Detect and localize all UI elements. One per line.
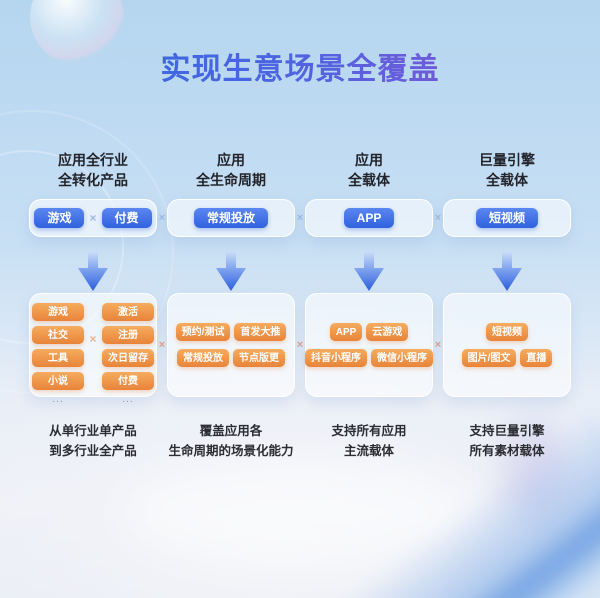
top-box-lifecycle: 常规投放 (167, 199, 295, 237)
caption-engine: 支持巨量引擎 所有素材载体 (469, 424, 545, 458)
ellipsis: ... (52, 394, 64, 405)
tag-pill: 短视频 (475, 208, 538, 228)
ellipsis: ... (122, 394, 134, 405)
caption-carrier: 支持所有应用 主流载体 (331, 424, 407, 458)
tag-pill: 抖音小程序 (305, 349, 367, 367)
top-box-carrier: APP (305, 199, 433, 237)
bottom-boxes-row: 游戏 社交 工具 小说 ... 激活 注册 次日留存 付费 ... × (0, 293, 600, 405)
conversion-tags: 激活 注册 次日留存 付费 ... (102, 303, 154, 405)
multiply-icon: × (296, 211, 304, 224)
down-arrow-icon (167, 251, 295, 293)
tag-pill: 预约/测试 (175, 323, 231, 341)
caption-industry: 从单行业单产品 到多行业全产品 (49, 424, 137, 458)
bottom-box-industry: 游戏 社交 工具 小说 ... 激活 注册 次日留存 付费 ... × (29, 293, 157, 405)
tag-pill: 常规投放 (177, 349, 229, 367)
tag-pill: 工具 (32, 349, 84, 367)
industry-tags: 游戏 社交 工具 小说 ... (32, 303, 84, 405)
tag-pill: 图片/图文 (461, 349, 517, 367)
tag-pill: 付费 (102, 372, 154, 390)
multiply-icon: × (296, 338, 304, 351)
tag-pill: 节点版更 (233, 349, 285, 367)
column-header-lifecycle: 应用 全生命周期 (196, 152, 266, 188)
tag-pill: 短视频 (486, 323, 528, 341)
tag-pill: APP (343, 208, 395, 228)
down-arrow-icon (443, 251, 571, 293)
multiply-icon: × (158, 338, 166, 351)
top-box-industry: 游戏 × 付费 (29, 199, 157, 237)
column-header-industry: 应用全行业 全转化产品 (58, 152, 128, 188)
tag-pill: 直播 (520, 349, 553, 367)
tag-pill: APP (329, 323, 363, 341)
tag-pill: 游戏 (32, 303, 84, 321)
multiply-icon: × (158, 211, 166, 224)
arrows-row (0, 251, 600, 293)
tag-pill: 常规投放 (193, 208, 268, 228)
multiply-icon: × (89, 211, 97, 225)
tag-pill: 注册 (102, 326, 154, 344)
bottom-box-carrier: APP 云游戏 抖音小程序 微信小程序 (305, 293, 433, 397)
multiply-icon: × (89, 331, 97, 346)
bottom-box-engine: 短视频 图片/图文 直播 (443, 293, 571, 397)
column-header-carrier: 应用 全载体 (348, 152, 390, 188)
down-arrow-icon (29, 251, 157, 293)
tag-pill: 次日留存 (102, 349, 154, 367)
multiply-icon: × (434, 338, 442, 351)
tag-pill: 激活 (102, 303, 154, 321)
cloud-decoration (120, 458, 480, 568)
caption-lifecycle: 覆盖应用各 生命周期的场景化能力 (168, 424, 294, 458)
bottom-box-lifecycle: 预约/测试 首发大推 常规投放 节点版更 (167, 293, 295, 397)
multiply-icon: × (434, 211, 442, 224)
tag-pill: 游戏 (34, 208, 85, 228)
top-box-engine: 短视频 (443, 199, 571, 237)
captions-row: 从单行业单产品 到多行业全产品 覆盖应用各 生命周期的场景化能力 支持所有应用 … (0, 421, 600, 461)
tag-pill: 首发大推 (234, 323, 287, 341)
tag-pill: 社交 (32, 326, 84, 344)
tag-pill: 微信小程序 (371, 349, 433, 367)
down-arrow-icon (305, 251, 433, 293)
tag-pill: 小说 (32, 372, 84, 390)
column-header-engine: 巨量引擎 全载体 (479, 152, 535, 188)
tag-pill: 付费 (101, 208, 152, 228)
tag-pill: 云游戏 (366, 323, 409, 341)
page-title: 实现生意场景全覆盖 (0, 0, 600, 90)
top-boxes-row: 游戏 × 付费 × 常规投放 × APP × 短视频 (0, 199, 600, 237)
headers-row: 应用全行业 全转化产品 应用 全生命周期 应用 全载体 巨量引擎 全载体 (0, 150, 600, 190)
